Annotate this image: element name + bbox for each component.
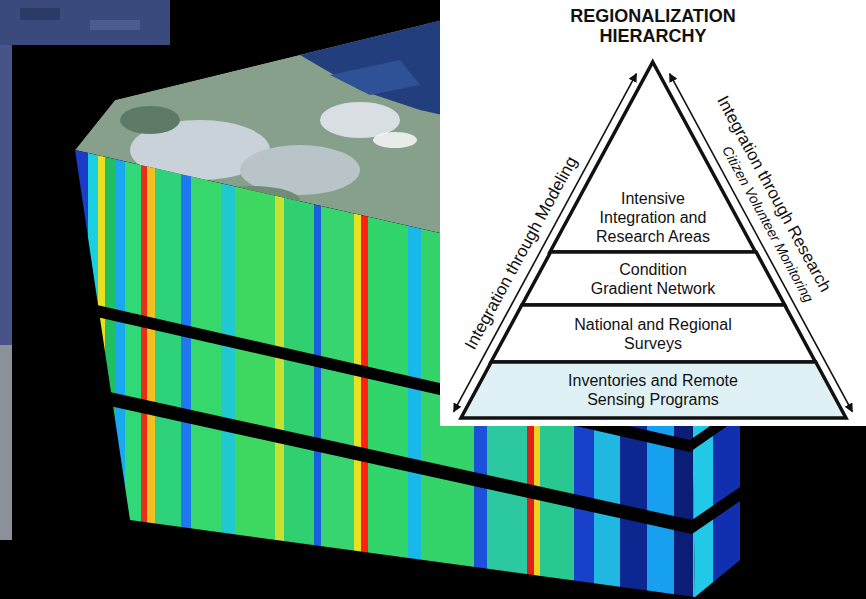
band-shape [491,305,815,362]
band-outline [461,362,846,418]
hierarchy-band: National and Regional Surveys [491,305,815,362]
band-label: Inventories and Remote Sensing Programs [553,371,753,409]
band-label: Intensive Integration and Research Areas [594,189,712,246]
band-outline [491,305,815,362]
band-outline [522,252,785,305]
band-body: Inventories and Remote Sensing Programs [461,362,846,418]
panel [440,0,866,426]
band-shape [461,362,846,418]
band-label: National and Regional Surveys [565,315,740,353]
diagram-title: REGIONALIZATION HIERARCHY [538,6,768,46]
band-body: National and Regional Surveys [491,305,815,362]
band-shape [522,252,785,305]
band-label: Condition Gradient Network [588,260,717,298]
hierarchy-band: Inventories and Remote Sensing Programs [461,362,846,418]
hierarchy-band: Condition Gradient Network [522,252,785,305]
band-body: Condition Gradient Network [522,252,785,305]
